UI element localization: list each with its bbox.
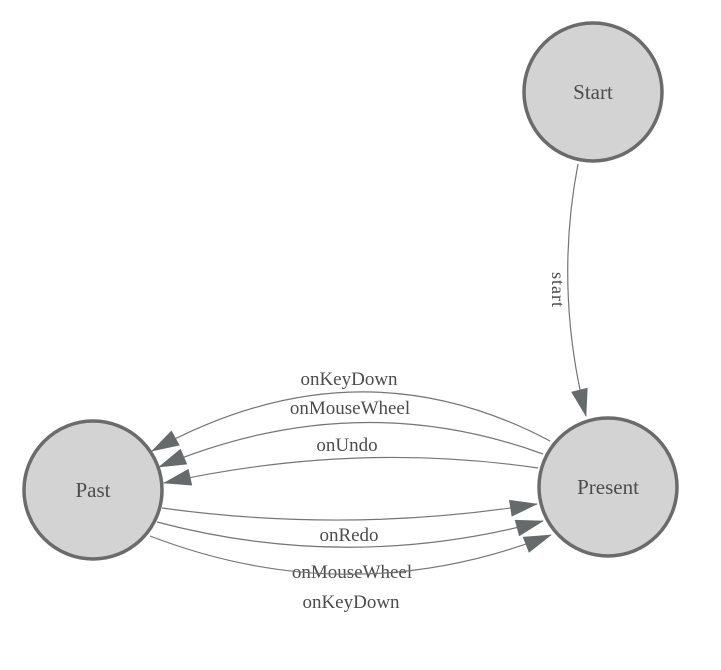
node-start-circle[interactable]: [522, 21, 664, 163]
edge-label-onmousewheel-bottom: onMouseWheel: [292, 562, 412, 583]
edge-start-to-present: start: [548, 163, 588, 417]
edge-label-onkeydown-bottom: onKeyDown: [302, 592, 400, 613]
edge-path-onundo: [163, 456, 539, 486]
node-start: Start: [522, 21, 664, 163]
node-present: Present: [537, 416, 679, 558]
edge-present-to-past-onkeydown: onKeyDown: [151, 369, 551, 452]
edge-path-onmousewheel-top: [158, 421, 544, 468]
node-past-label: Past: [75, 478, 110, 502]
edge-path-onkeydown-top: [151, 391, 551, 452]
node-present-circle[interactable]: [537, 416, 679, 558]
edge-path-onmousewheel-bottom: [156, 519, 544, 548]
edge-label-onkeydown-top: onKeyDown: [300, 369, 398, 390]
node-present-label: Present: [577, 475, 639, 499]
edge-past-to-present-onmousewheel: onMouseWheel: [156, 519, 544, 583]
edge-present-to-past-onmousewheel: onMouseWheel: [158, 398, 544, 468]
edge-past-to-present-onredo: onRedo: [161, 499, 538, 546]
edge-label-onundo: onUndo: [316, 435, 377, 456]
node-past: Past: [22, 419, 164, 561]
edge-path-start: [567, 163, 588, 417]
edge-path-onkeydown-bottom: [149, 534, 552, 575]
edge-label-onredo: onRedo: [319, 525, 378, 546]
edge-label-onmousewheel-top: onMouseWheel: [290, 398, 410, 419]
node-start-label: Start: [573, 80, 613, 104]
edge-past-to-present-onkeydown: onKeyDown: [149, 534, 552, 613]
edge-path-onredo: [161, 499, 538, 521]
edge-label-start: start: [548, 272, 568, 308]
node-past-circle[interactable]: [22, 419, 164, 561]
edge-present-to-past-onundo: onUndo: [163, 435, 539, 486]
